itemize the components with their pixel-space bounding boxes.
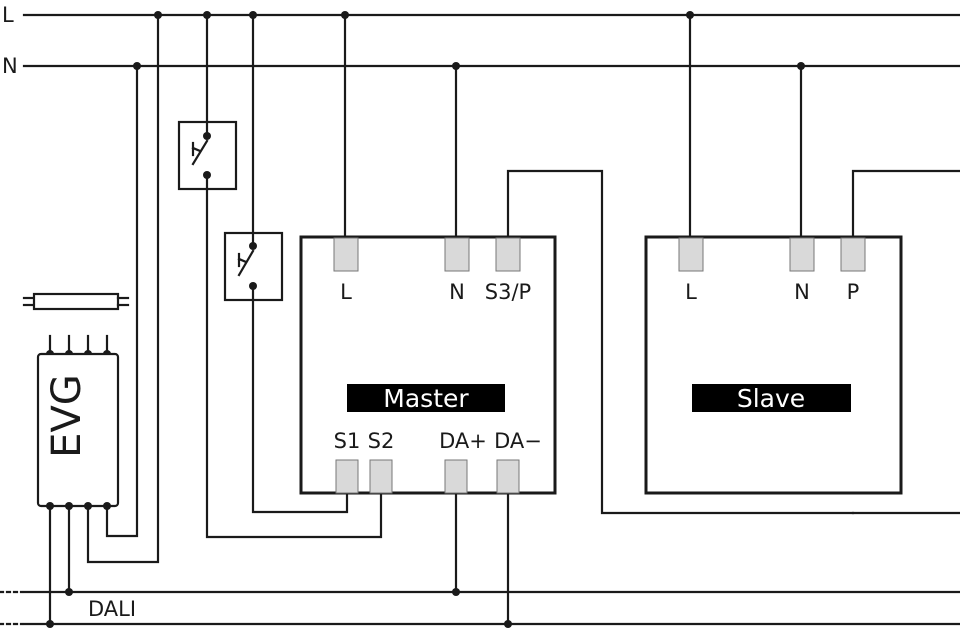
- s3p-to-slave-p-wire: [506, 169, 855, 515]
- master-box: [299, 235, 557, 495]
- master-terminal-l: [333, 237, 359, 272]
- master-label-s2: S2: [368, 429, 395, 453]
- slave-p-out-wire: [851, 169, 960, 242]
- l-bus-label: L: [2, 3, 14, 27]
- master-label-l: L: [340, 280, 352, 304]
- master-label-da-minus: DA−: [494, 429, 542, 453]
- junction-dots: [46, 11, 805, 628]
- slave-terminal-n: [789, 237, 815, 272]
- s1-wire: [251, 284, 349, 514]
- evg-n-wire: [105, 64, 139, 538]
- master-terminal-s2: [369, 459, 393, 494]
- slave-name: Slave: [737, 384, 805, 413]
- master-terminal-da-plus: [444, 459, 468, 494]
- master-name: Master: [383, 384, 469, 413]
- dali-label: DALI: [88, 597, 136, 621]
- evg-l-wire: [86, 13, 160, 564]
- master-terminal-da-minus: [496, 459, 520, 494]
- master-label-s1: S1: [334, 429, 361, 453]
- master-tag: [347, 384, 505, 412]
- master-terminal-s1: [335, 459, 359, 494]
- master-label-s3p: S3/P: [485, 280, 531, 304]
- fluorescent-tube-icon: [22, 292, 130, 311]
- s2-wire: [205, 173, 383, 539]
- pushbutton-1-icon: [191, 13, 211, 179]
- ballast-label: EVG: [44, 374, 90, 458]
- master-terminal-n: [444, 237, 470, 272]
- slave-box: [644, 235, 903, 495]
- slave-label-n: N: [794, 280, 810, 304]
- n-bus-label: N: [2, 54, 18, 78]
- master-label-da-plus: DA+: [439, 429, 487, 453]
- slave-tag: [692, 384, 851, 412]
- ballast-box: [36, 334, 120, 510]
- master-terminal-s3p: [495, 237, 521, 272]
- master-label-n: N: [449, 280, 465, 304]
- slave-label-l: L: [685, 280, 697, 304]
- slave-label-p: P: [847, 280, 860, 304]
- slave-terminal-p: [840, 237, 866, 272]
- slave-terminal-l: [678, 237, 704, 272]
